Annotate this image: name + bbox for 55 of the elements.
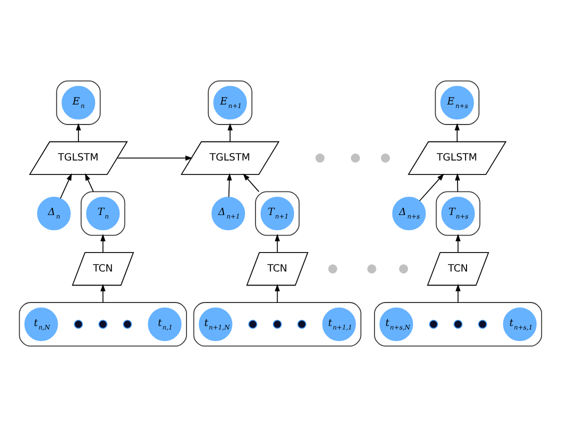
cluster xyxy=(208,80,252,124)
node-circle: t$_{n,1}$ xyxy=(148,307,182,341)
node-circle xyxy=(367,264,376,273)
node-circle xyxy=(74,319,83,328)
cluster xyxy=(374,302,542,346)
arrow xyxy=(226,172,232,197)
arrow xyxy=(274,233,280,252)
arrow xyxy=(454,122,460,142)
node-circle xyxy=(272,319,282,328)
cluster xyxy=(80,190,126,236)
arrow xyxy=(100,233,106,252)
cluster xyxy=(434,80,480,124)
node-circle xyxy=(429,319,438,328)
node-circle: T$_{n+1}$ xyxy=(260,196,294,230)
node-circle xyxy=(350,153,360,162)
arrow xyxy=(116,155,193,160)
arrow xyxy=(100,283,106,302)
node-circle xyxy=(399,264,408,273)
node-circle: E$_{n+s}$ xyxy=(440,85,474,119)
arrow xyxy=(274,283,280,302)
node-circle xyxy=(122,319,132,328)
node-circle xyxy=(315,153,325,162)
node-circle: t$_{n+1,1}$ xyxy=(322,307,356,341)
arrow xyxy=(456,283,461,302)
node-circle xyxy=(380,153,390,162)
node-circle: T$_{n+s}$ xyxy=(441,196,475,230)
cluster xyxy=(193,302,362,346)
node-circle xyxy=(297,319,306,328)
arrow xyxy=(84,172,94,192)
node-circle: E$_{n+1}$ xyxy=(213,85,247,119)
node-circle: Δ$_{n+s}$ xyxy=(392,196,426,230)
cluster xyxy=(18,302,187,346)
node-circle: Δ$_{n+1}$ xyxy=(211,196,246,230)
node-circle xyxy=(328,264,338,273)
node-circle xyxy=(478,319,488,328)
node-circle: t$_{n+1,N}$ xyxy=(198,307,232,341)
arrow xyxy=(228,122,233,142)
node-circle: Δ$_{n}$ xyxy=(37,196,71,230)
arrow xyxy=(242,172,260,192)
cluster xyxy=(436,190,480,236)
node-circle: t$_{n+s,N}$ xyxy=(380,307,414,341)
node-circle: E$_{n}$ xyxy=(62,85,96,119)
arrow xyxy=(456,233,461,252)
node-circle xyxy=(454,319,463,328)
cluster xyxy=(56,80,101,124)
node-circle: T$_{n}$ xyxy=(86,196,120,230)
node-circle: t$_{n,N}$ xyxy=(24,307,58,341)
arrow xyxy=(60,172,72,198)
cluster xyxy=(255,190,300,236)
node-circle: t$_{n+s,1}$ xyxy=(503,307,537,341)
node-circle xyxy=(98,319,108,328)
arrow xyxy=(454,172,460,192)
arrow xyxy=(76,122,81,142)
arrow xyxy=(419,172,444,201)
node-circle xyxy=(248,319,258,328)
